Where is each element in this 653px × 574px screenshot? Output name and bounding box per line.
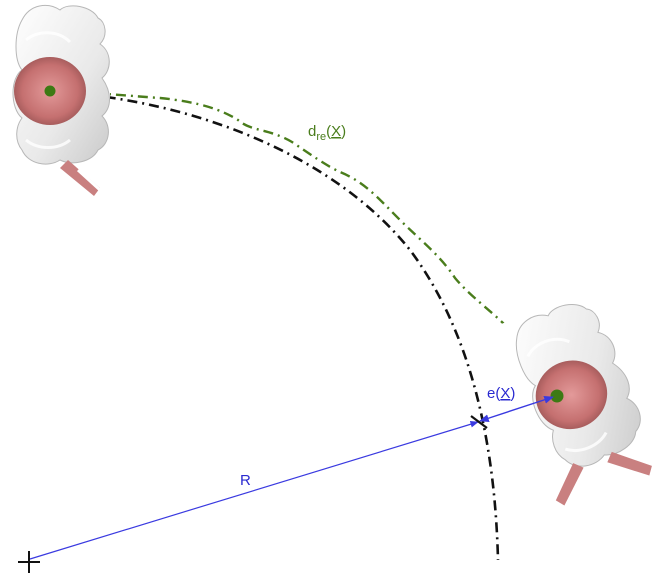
- radius-line: [29, 420, 479, 560]
- distance-label-var: X: [331, 123, 341, 140]
- error-arrow: [479, 396, 554, 422]
- distance-label-close: ): [341, 123, 346, 140]
- error-label: e(X): [487, 385, 515, 402]
- error-label-suffix: ): [510, 385, 515, 402]
- distance-label-sub: re: [316, 131, 326, 143]
- arc-intersection-tick: [470, 415, 488, 429]
- start-point: [44, 85, 56, 97]
- distance-label-open: (: [326, 123, 331, 140]
- plus-icon: [18, 551, 40, 573]
- robot-start-icon: [8, 0, 110, 200]
- error-label-prefix: e(: [487, 385, 500, 402]
- reference-arc: [39, 89, 500, 561]
- distance-label-main: d: [308, 123, 316, 140]
- error-label-var: X: [500, 385, 510, 402]
- robot-point: [550, 389, 564, 403]
- robot-current-icon: [468, 277, 653, 523]
- distance-label: dre(X): [308, 123, 346, 143]
- radius-label: R: [240, 472, 251, 489]
